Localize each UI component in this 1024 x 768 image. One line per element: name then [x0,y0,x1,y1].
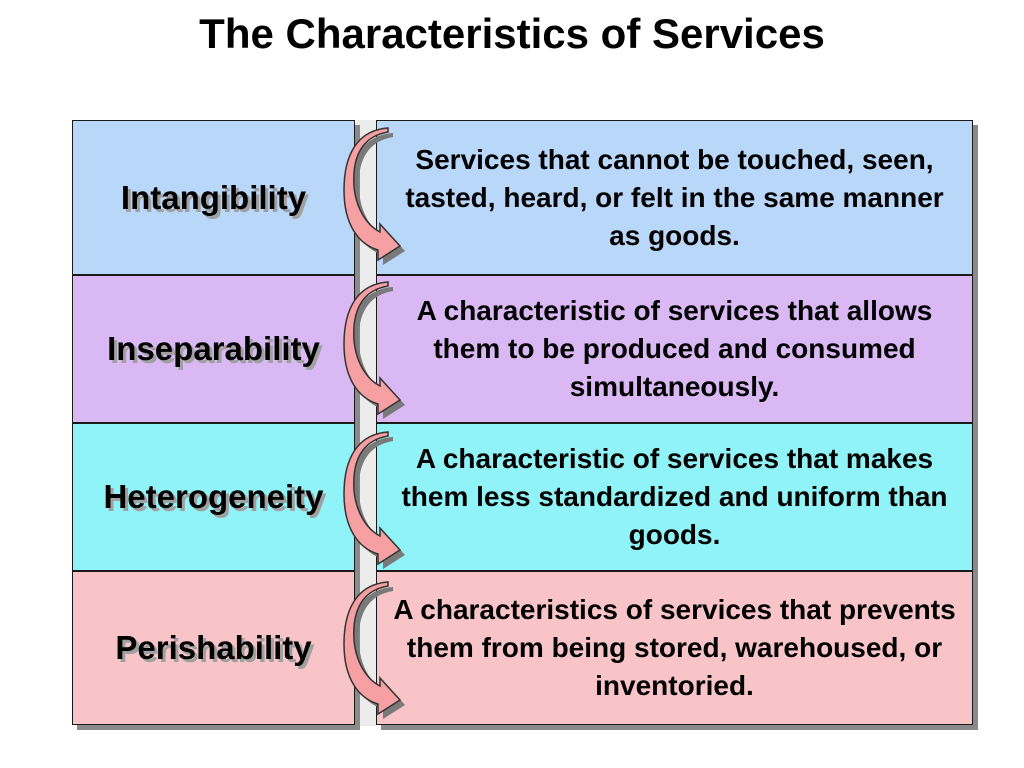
page-title: The Characteristics of Services [199,10,825,57]
term-box-intangibility: Intangibility [72,120,355,275]
curved-arrow-icon [343,581,405,719]
description-box-inseparability: A characteristic of services that allows… [376,275,973,423]
curved-arrow-icon [343,431,405,569]
term-box-heterogeneity: Heterogeneity [72,423,355,571]
column-gap [356,120,376,726]
term-label: Perishability [115,629,312,666]
term-label: Inseparability [107,330,320,367]
term-box-inseparability: Inseparability [72,275,355,423]
description-text: A characteristic of services that allows… [416,295,933,402]
term-box-perishability: Perishability [72,571,355,725]
description-box-heterogeneity: A characteristic of services that makes … [376,423,973,571]
description-text: A characteristics of services that preve… [393,594,956,701]
description-text: A characteristic of services that makes … [401,443,948,550]
description-box-perishability: A characteristics of services that preve… [376,571,973,725]
curved-arrow-icon [343,127,405,265]
description-text: Services that cannot be touched, seen, t… [405,143,944,251]
term-label: Intangibility [120,178,307,216]
description-box-intangibility: Services that cannot be touched, seen, t… [376,120,973,275]
term-label: Heterogeneity [103,478,324,515]
curved-arrow-icon [343,281,405,419]
